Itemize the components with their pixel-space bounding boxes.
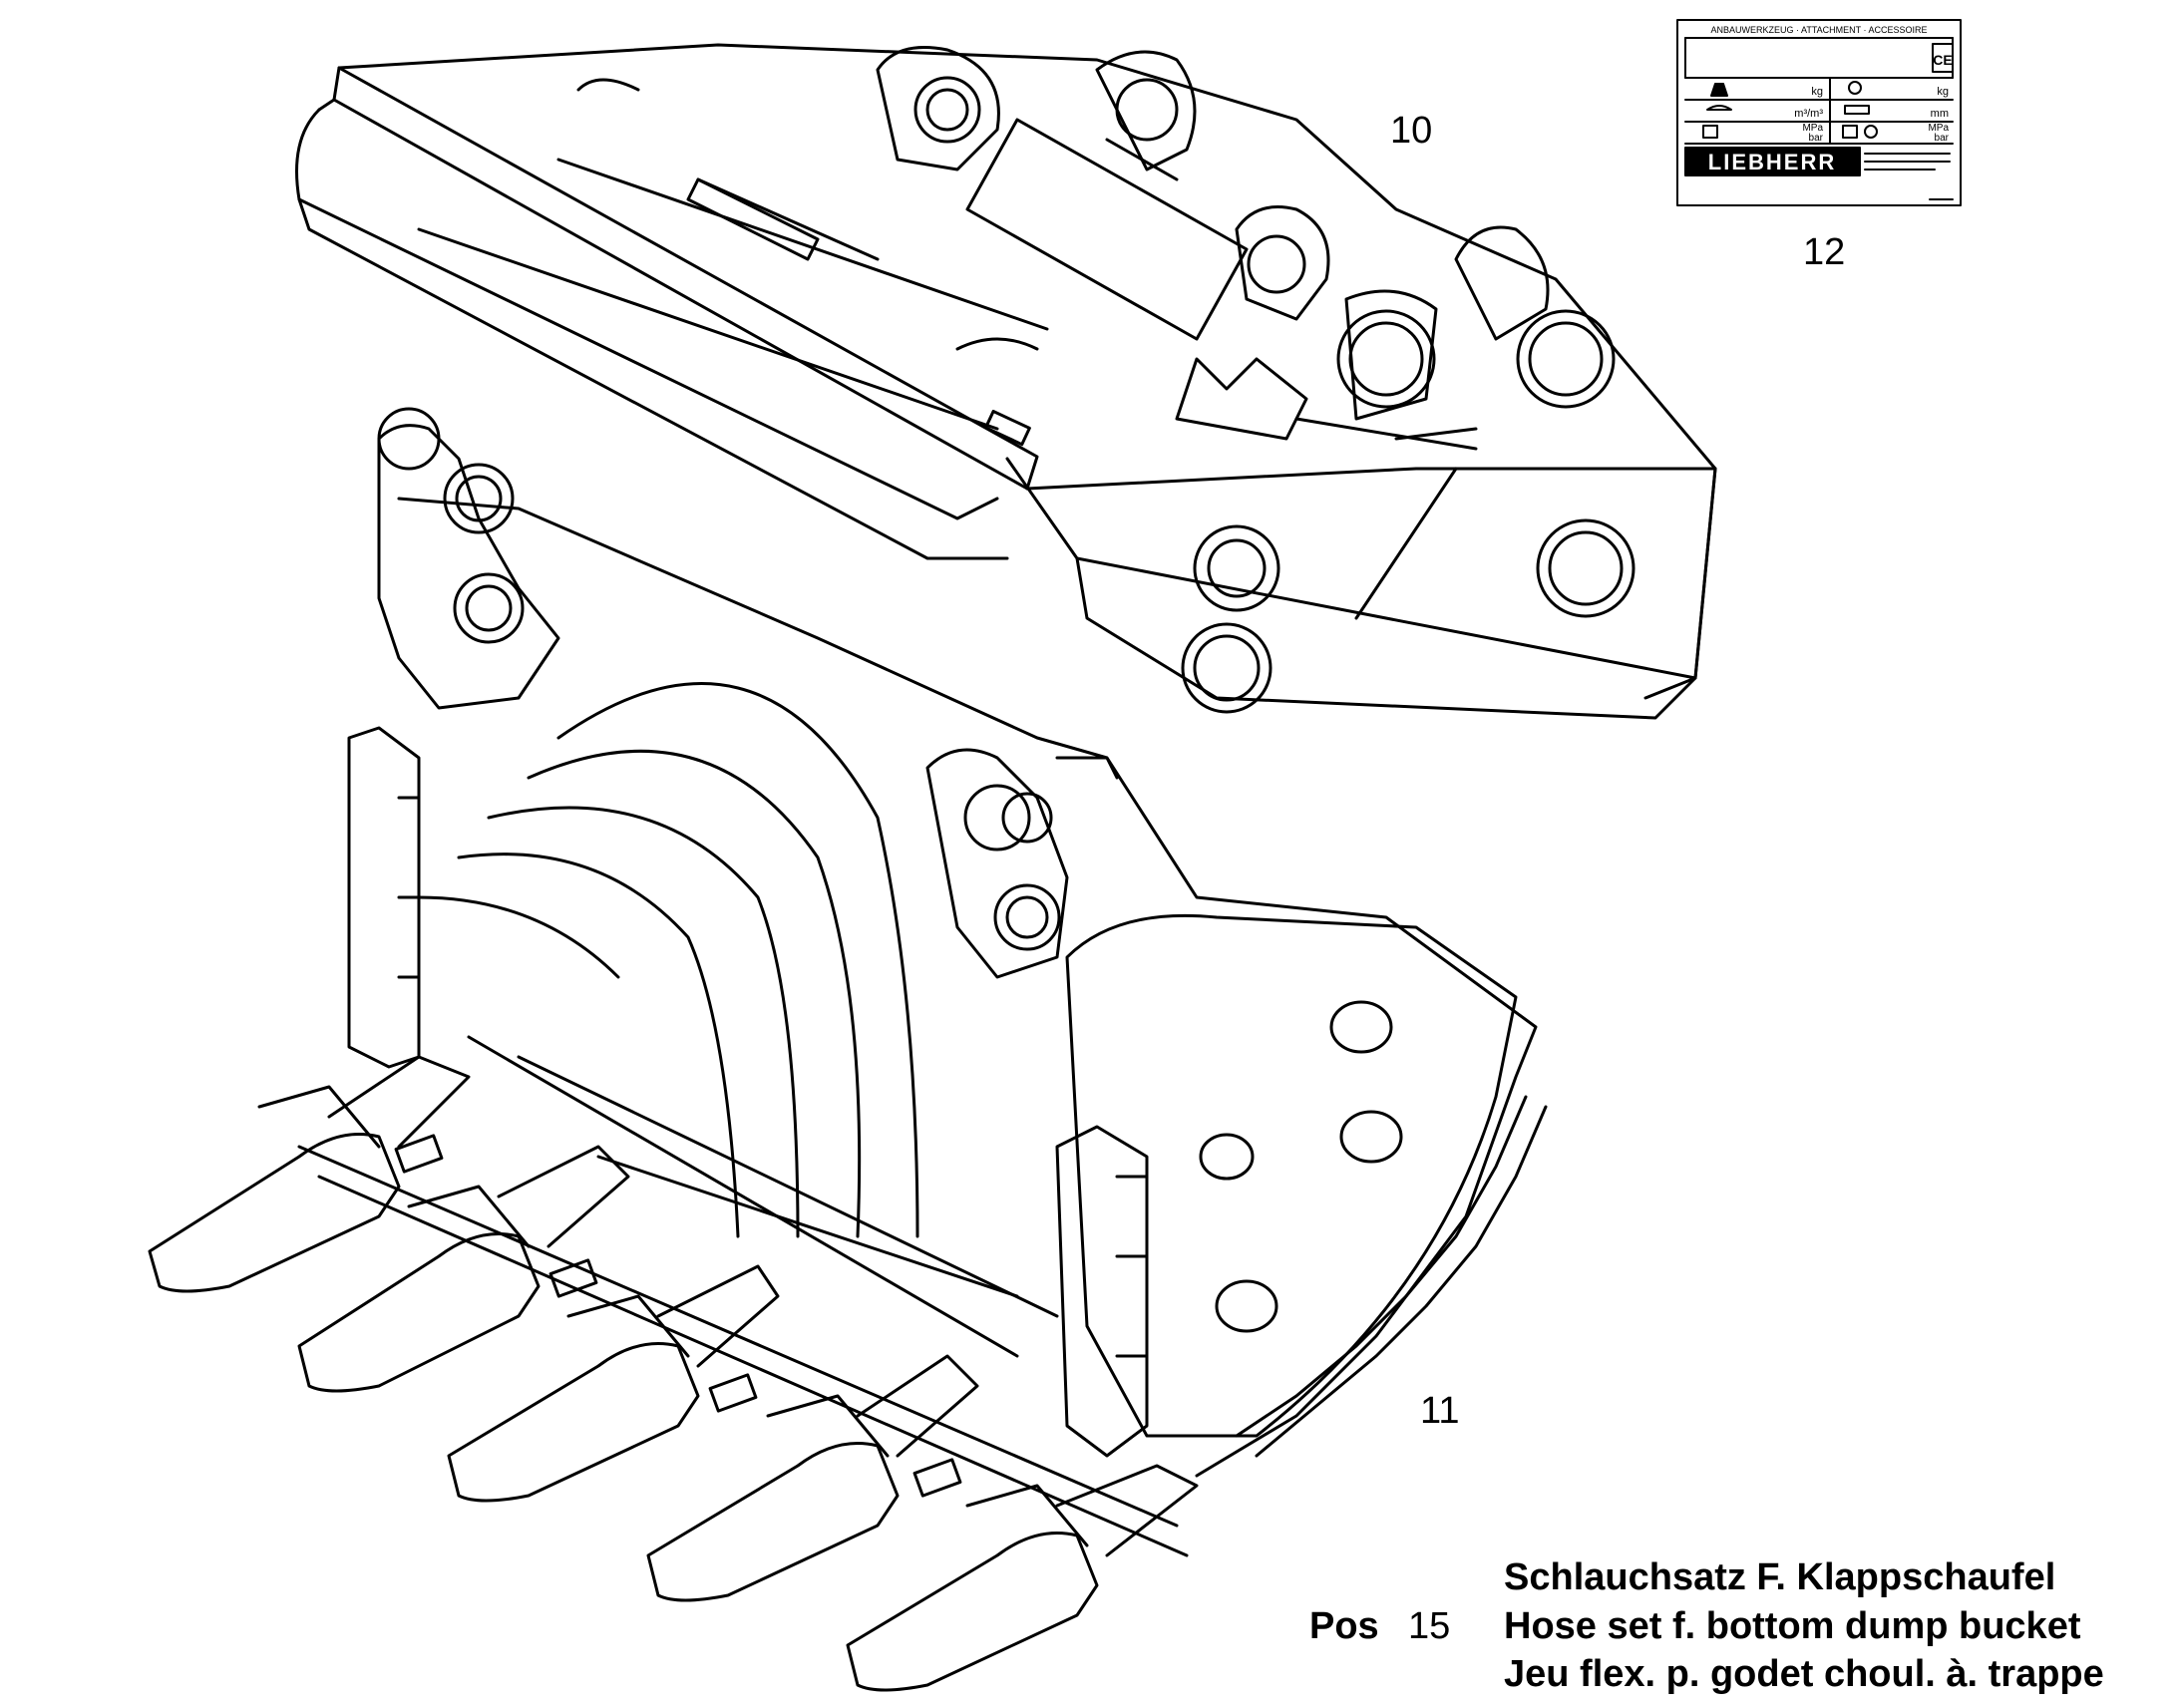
plate-unit-bar-2: bar [1935,133,1950,144]
plate-ce-mark: CE [1933,52,1952,68]
plate-unit-kg-1: kg [1811,86,1823,98]
caption-english: Hose set f. bottom dump bucket [1504,1605,2081,1647]
plate-header: ANBAUWERKZEUG · ATTACHMENT · ACCESSOIRE [1710,25,1927,35]
callout-plate: 12 [1803,231,1846,273]
plate-unit-volume: m³/m³ [1794,108,1823,120]
plate-unit-kg-2: kg [1937,86,1949,98]
plate-unit-bar-1: bar [1809,133,1824,144]
plate-unit-mm: mm [1931,108,1949,120]
tooth-5 [846,1464,1199,1692]
plate-text: ANBAUWERKZEUG · ATTACHMENT · ACCESSOIRE … [1708,25,1953,174]
callout-frame: 10 [1390,110,1433,152]
tooth-4 [646,1354,979,1602]
plate-unit-mpa-1: MPa [1802,123,1823,134]
data-plate [1676,19,1962,206]
caption-french: Jeu flex. p. godet choul. à. trappe [1504,1653,2104,1695]
bucket [297,407,1548,1557]
plate-brand-logo: LIEBHERR [1708,150,1836,174]
pos-label: Pos [1309,1605,1379,1647]
pos-number: 15 [1408,1605,1451,1647]
caption-german: Schlauchsatz F. Klappschaufel [1504,1556,2056,1598]
callout-bucket: 11 [1420,1390,1460,1432]
tooth-1 [148,1055,471,1293]
tooth-2 [297,1145,630,1393]
linkage-frame [295,43,1717,720]
plate-unit-mpa-2: MPa [1928,123,1949,134]
teeth [148,1055,1199,1692]
tooth-3 [447,1264,780,1503]
